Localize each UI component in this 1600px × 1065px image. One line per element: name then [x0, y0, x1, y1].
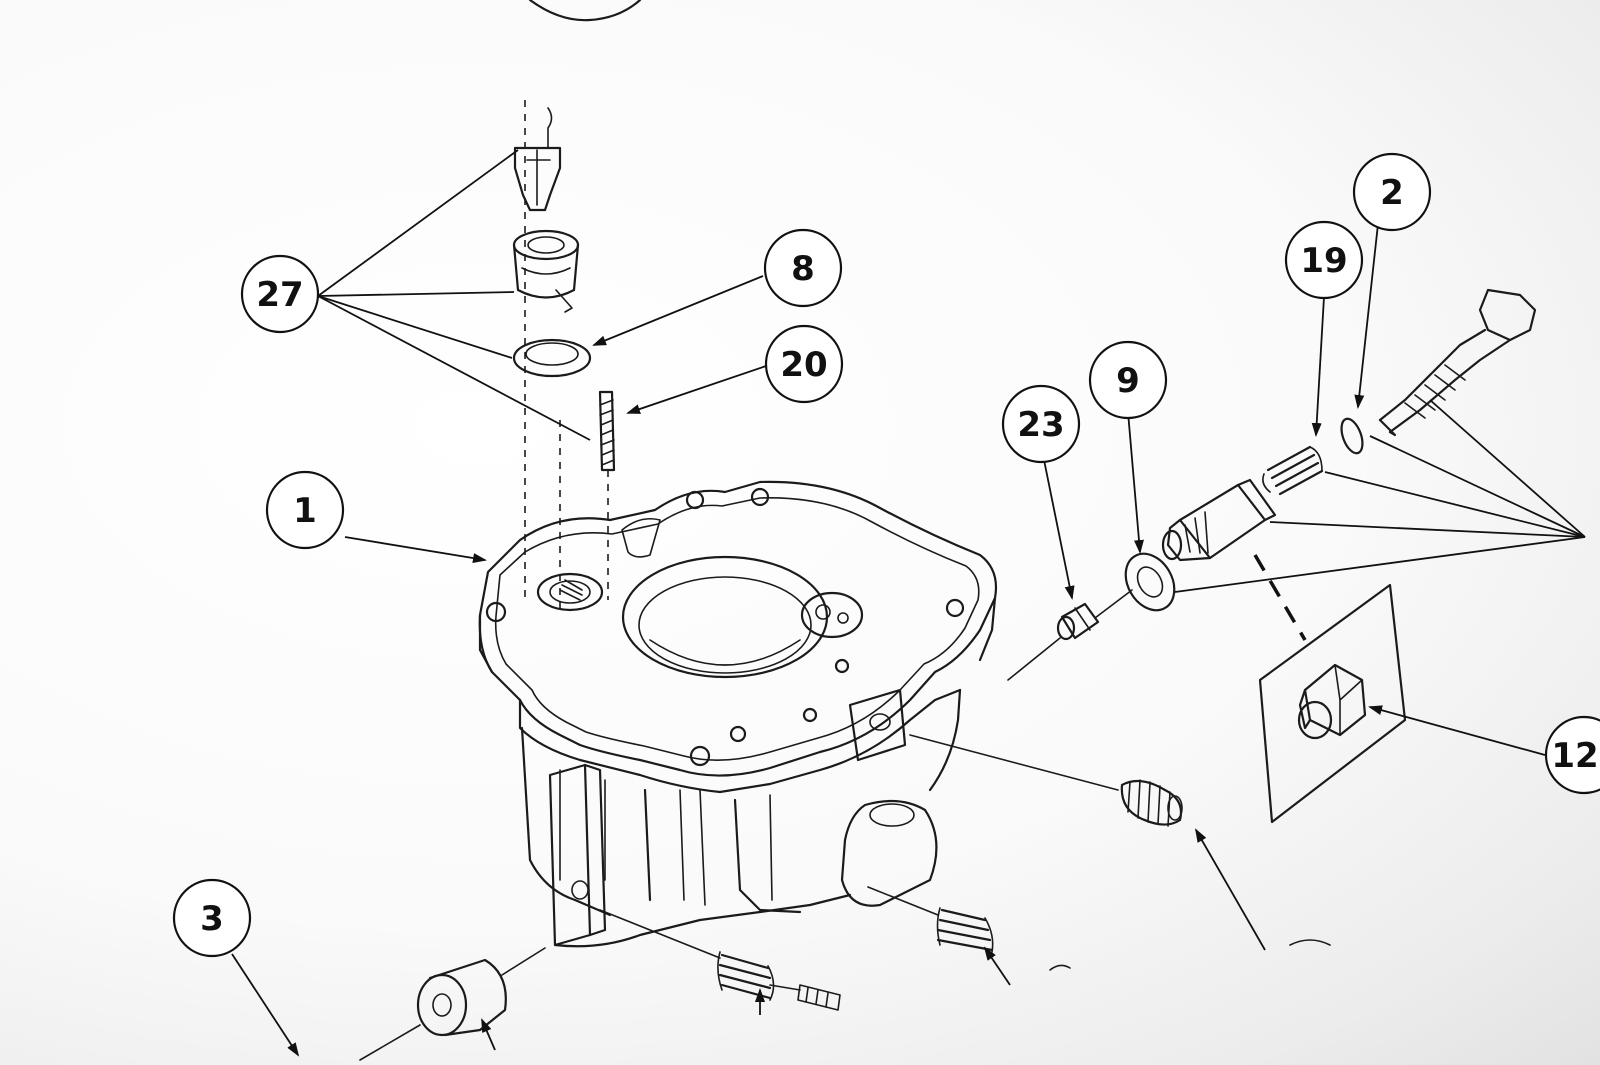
callout-19-label: 19 [1300, 241, 1347, 281]
part-spring-mid [936, 907, 994, 953]
part-1-float-bowl [478, 480, 998, 948]
leader-lines [231, 149, 1586, 1061]
part-9-washer [1124, 552, 1176, 612]
part-8-gasket [512, 338, 592, 378]
bottom-partial-part [1049, 964, 1071, 971]
callout-3: 3 [172, 878, 252, 958]
part-needle-valve [513, 107, 562, 212]
callout-9-label: 9 [1116, 361, 1140, 401]
part-air-screw-holder [1161, 478, 1277, 562]
callout-8-label: 8 [791, 249, 815, 289]
part-12-dash-line [1253, 554, 1307, 641]
part-air-screw [1378, 288, 1537, 437]
callout-2-label: 2 [1380, 173, 1404, 213]
part-19-spring [1262, 445, 1324, 496]
part-screw-bottom [797, 984, 841, 1011]
callout-8: 8 [763, 228, 843, 308]
callout-19: 19 [1284, 220, 1364, 300]
part-12-inset-box [1258, 583, 1407, 824]
part-spring-left [717, 951, 775, 1001]
callout-20: 20 [764, 324, 844, 404]
callout-3-label: 3 [200, 899, 224, 939]
part-2-oring [1340, 417, 1364, 455]
callout-1: 1 [265, 470, 345, 550]
part-spring-right [1120, 779, 1183, 827]
callout-20-label: 20 [780, 345, 827, 385]
part-23-jet [1056, 602, 1100, 641]
callout-12-label: 12 [1551, 736, 1598, 776]
callout-27-label: 27 [256, 275, 303, 315]
top-partial-outline [528, 0, 642, 22]
callout-23: 23 [1001, 384, 1081, 464]
part-3-float-plug [416, 958, 507, 1037]
callout-27: 27 [240, 254, 320, 334]
callout-2: 2 [1352, 152, 1432, 232]
callout-1-label: 1 [293, 491, 317, 531]
bottom-partial-part-2 [1289, 939, 1331, 946]
part-valve-seat [512, 229, 580, 313]
callout-23-label: 23 [1017, 405, 1064, 445]
callout-12: 12 [1544, 715, 1600, 795]
callout-9: 9 [1088, 340, 1168, 420]
part-20-pin [598, 390, 616, 472]
